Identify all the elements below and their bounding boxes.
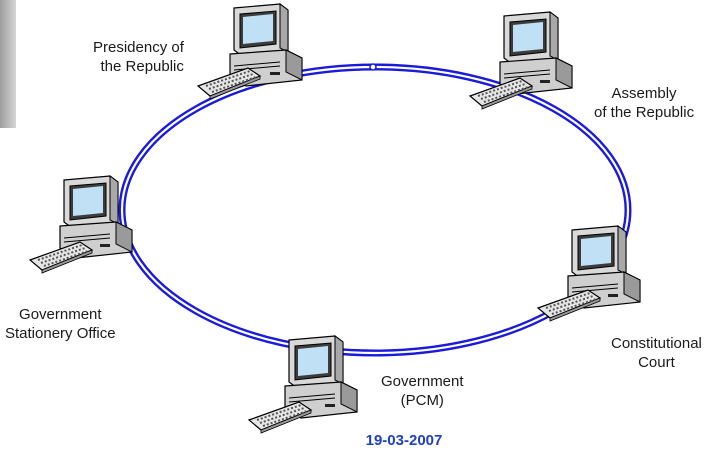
computer-icon-stationery-office bbox=[29, 175, 133, 274]
node-label-assembly: Assembly of the Republic bbox=[594, 85, 695, 121]
side-bar-decoration bbox=[0, 0, 16, 128]
node-label-stationery-office: Government Stationery Office bbox=[5, 306, 116, 342]
node-label-government: Government (PCM) bbox=[381, 373, 464, 409]
computer-icon-presidency bbox=[197, 3, 303, 100]
network-ring bbox=[118, 63, 632, 357]
computer-icon-government bbox=[248, 335, 358, 434]
node-label-constitutional-court: Constitutional Court bbox=[611, 335, 702, 371]
diagram-date: 19-03-2007 bbox=[365, 432, 443, 449]
node-label-presidency: Presidency of the Republic bbox=[93, 39, 184, 75]
computer-icon-constitutional-court bbox=[537, 225, 641, 322]
